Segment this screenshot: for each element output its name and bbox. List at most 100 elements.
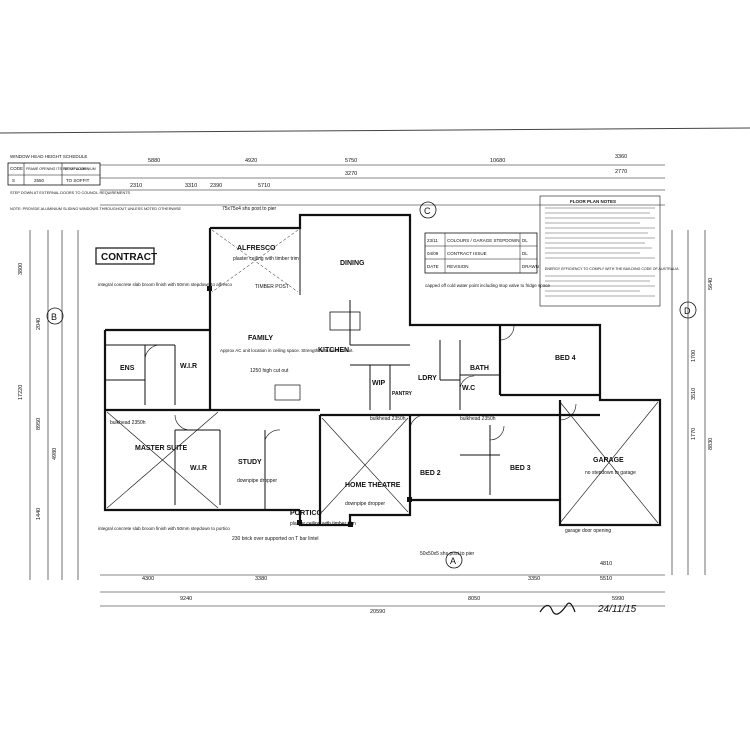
dim-top: 10680 xyxy=(490,158,505,164)
note-fridge: capped off cold water point including st… xyxy=(425,283,550,288)
dim-bottom: 3350 xyxy=(528,576,540,582)
note-slab-alfresco: integral concrete slab broom finish with… xyxy=(98,282,233,287)
dim-right: 8830 xyxy=(708,438,714,450)
grid-marker-d: D xyxy=(684,306,691,316)
dim-bottom: 4810 xyxy=(600,561,612,567)
room-family: FAMILY xyxy=(248,335,273,342)
dim-top-sub: 3310 xyxy=(185,183,197,189)
garage-cross xyxy=(559,401,659,524)
left-dimensions xyxy=(29,230,79,580)
energy-title: ENERGY EFFICIENCY TO COMPLY WITH THE BUI… xyxy=(545,267,679,271)
rev-date: 23/11 xyxy=(427,238,438,243)
signature-block: 24/11/15 xyxy=(539,602,637,615)
room-bed3: BED 3 xyxy=(510,465,531,472)
signature-date: 24/11/15 xyxy=(597,604,637,615)
rev-date: DATE xyxy=(427,264,439,269)
note-timber-post: TIMBER POST xyxy=(255,284,289,290)
bottom-dim-labels: 4300 3380 3350 4810 5510 9240 8050 5990 … xyxy=(142,561,624,615)
dim-bottom-total: 9240 xyxy=(180,596,192,602)
note-bulkhead: bulkhead 2350h xyxy=(110,420,146,426)
room-home-theatre: HOME THEATRE xyxy=(345,482,401,489)
theatre-cross xyxy=(321,417,409,513)
dim-bottom: 5510 xyxy=(600,576,612,582)
room-labels: ALFRESCO DINING FAMILY KITCHEN ENS W.I.R… xyxy=(120,245,624,517)
alfresco-cross xyxy=(211,229,299,293)
note-brick: 230 brick over supported on T bar lintel xyxy=(232,536,319,542)
note-family-ac: Approx AC unit location in ceiling space… xyxy=(220,348,354,353)
note-garage-door: garage door opening xyxy=(565,528,611,534)
note-bench: 1250 high cut out xyxy=(250,368,289,374)
dim-top-sub: 3270 xyxy=(345,171,357,177)
dim-left: 1440 xyxy=(36,508,42,520)
dim-bottom-total: 8050 xyxy=(468,596,480,602)
dim-top-sub: 5710 xyxy=(258,183,270,189)
room-wir-master: W.I.R xyxy=(180,363,197,370)
dim-top: 3360 xyxy=(615,154,627,160)
interior-walls xyxy=(105,228,500,510)
posts xyxy=(207,286,412,527)
right-dimensions xyxy=(671,230,706,575)
note-downpipe: downpipe dropper xyxy=(237,478,277,484)
bottom-dimensions xyxy=(100,574,665,607)
dim-right: 3510 xyxy=(691,388,697,400)
paper-edge-top xyxy=(0,127,750,134)
room-alfresco: ALFRESCO xyxy=(237,245,276,252)
master-cross xyxy=(106,411,219,509)
door-swings xyxy=(144,325,577,441)
room-kitchen: KITCHEN xyxy=(318,347,349,354)
dim-bottom-total: 5990 xyxy=(612,596,624,602)
schedule-col-b: S/F OF ALUMINIUM xyxy=(64,167,96,171)
dim-left: 17220 xyxy=(18,385,24,400)
room-ldry: LDRY xyxy=(418,375,437,382)
note-post2: 50x50x5 shs post to pier xyxy=(420,551,475,557)
rev-desc: CONTRACT ISSUE xyxy=(447,251,487,256)
room-garage: GARAGE xyxy=(593,457,624,464)
room-bed2: BED 2 xyxy=(420,470,441,477)
top-dimensions xyxy=(100,164,665,206)
room-study: STUDY xyxy=(238,459,262,466)
room-bed4: BED 4 xyxy=(555,355,576,362)
walls xyxy=(103,213,662,527)
dim-bottom: 3380 xyxy=(255,576,267,582)
contract-stamp-box xyxy=(95,247,155,265)
plan-notes-title: FLOOR PLAN NOTES xyxy=(570,199,616,204)
note-bulkhead: bulkhead 2350h xyxy=(460,416,496,422)
window-schedule: WINDOW HEAD HEIGHT SCHEDULE CODE FRAME O… xyxy=(7,154,182,211)
rev-date: 04/09 xyxy=(427,251,439,256)
dim-top: 4920 xyxy=(245,158,257,164)
grid-marker-a: A xyxy=(450,556,456,566)
note-portico-ceiling: plaster ceiling with timber trim xyxy=(290,521,356,527)
room-dining: DINING xyxy=(340,260,365,267)
dim-left: 4980 xyxy=(52,448,58,460)
dim-top-sub: 2390 xyxy=(210,183,222,189)
plan-notes: plaster ceiling with timber trim TIMBER … xyxy=(98,206,636,557)
grid-markers: C B D A xyxy=(46,201,697,569)
dim-right: 1700 xyxy=(691,350,697,362)
left-dim-labels: 3800 2040 17220 8950 4980 1440 xyxy=(18,263,58,520)
room-wip: WIP xyxy=(372,380,386,387)
rev-drawn: DRAWN xyxy=(522,264,539,269)
right-dim-labels: 5640 1700 3510 1770 8830 xyxy=(691,278,714,450)
room-ens: ENS xyxy=(120,365,135,372)
schedule-cell: S xyxy=(12,178,15,183)
room-bath: BATH xyxy=(470,365,489,372)
schedule-col-a: FRAME OPENING ITS FROM FLOOR xyxy=(26,167,87,171)
contract-stamp: CONTRACT xyxy=(101,252,157,263)
dim-right: 5640 xyxy=(708,278,714,290)
dim-left: 3800 xyxy=(18,263,24,275)
note-bulkhead: bulkhead 2350h xyxy=(370,416,406,422)
bench xyxy=(274,384,301,401)
schedule-cell: 2550 xyxy=(34,178,45,183)
room-master-suite: MASTER SUITE xyxy=(135,445,187,452)
rev-drawn: DL xyxy=(522,238,528,243)
revision-legend: 23/11 COLOURS / GARAGE STEPDOWN DL 04/09… xyxy=(424,232,539,274)
dim-bottom: 4300 xyxy=(142,576,154,582)
dim-top-sub: 2770 xyxy=(615,169,627,175)
kitchen-island xyxy=(329,311,361,331)
schedule-title: WINDOW HEAD HEIGHT SCHEDULE xyxy=(10,154,87,159)
dim-right: 1770 xyxy=(691,428,697,440)
slide-note: NOTE: PROVIDE ALUMINIUM SLIDING WINDOWS … xyxy=(10,207,182,211)
schedule-note: STEP DOWN AT EXTERNAL DOORS TO COUNCIL R… xyxy=(10,191,131,195)
dim-left: 8950 xyxy=(36,418,42,430)
